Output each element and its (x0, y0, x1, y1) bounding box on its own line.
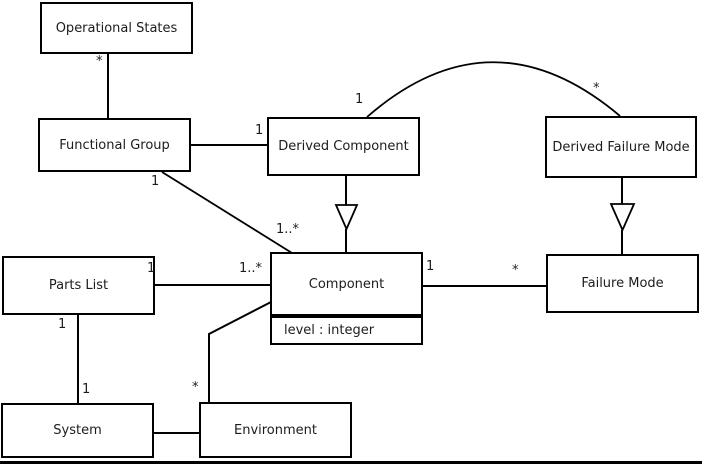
class-label: Parts List (48, 278, 109, 293)
class-box-environment[interactable]: Environment (199, 402, 352, 458)
multiplicity-label: 1 (151, 174, 160, 189)
multiplicity-label: 1 (355, 92, 364, 107)
class-label: Component (308, 276, 385, 292)
multiplicity-label: 1..* (276, 222, 300, 237)
multiplicity-label: * (96, 54, 103, 69)
generalization-arrow-icon (334, 204, 359, 232)
class-label: Operational States (55, 20, 178, 36)
class-box-derived-failure-mode[interactable]: Derived Failure Mode (545, 116, 697, 178)
class-box-component-attributes[interactable]: level : integer (270, 316, 423, 345)
edge-functional-group-component (161, 171, 293, 254)
bottom-border (0, 461, 702, 464)
multiplicity-label: 1 (426, 259, 435, 274)
class-box-system[interactable]: System (1, 403, 154, 458)
class-box-component[interactable]: Component (270, 252, 423, 316)
class-label: Functional Group (59, 137, 170, 153)
multiplicity-label: * (512, 263, 519, 278)
multiplicity-label: 1..* (239, 261, 263, 276)
multiplicity-label: 1 (82, 382, 91, 397)
class-label: Derived Failure Mode (552, 139, 690, 155)
multiplicity-label: * (192, 380, 199, 395)
edge-derived-component-derived-failure-mode (366, 61, 621, 118)
edge-component-environment (208, 301, 272, 402)
class-box-parts-list[interactable]: Parts List (2, 256, 155, 315)
class-label: Failure Mode (581, 276, 664, 291)
class-box-failure-mode[interactable]: Failure Mode (546, 254, 699, 313)
multiplicity-label: 1 (255, 123, 264, 138)
class-box-derived-component[interactable]: Derived Component (267, 117, 420, 176)
class-label: System (53, 423, 102, 438)
multiplicity-label: 1 (147, 261, 156, 276)
class-box-functional-group[interactable]: Functional Group (38, 118, 191, 172)
class-box-operational-states[interactable]: Operational States (40, 2, 193, 54)
class-label: Environment (233, 422, 317, 438)
generalization-arrow-icon (609, 203, 636, 233)
multiplicity-label: * (593, 81, 600, 96)
multiplicity-label: 1 (58, 317, 67, 332)
attribute-label: level : integer (284, 323, 375, 338)
class-label: Derived Component (278, 139, 409, 154)
